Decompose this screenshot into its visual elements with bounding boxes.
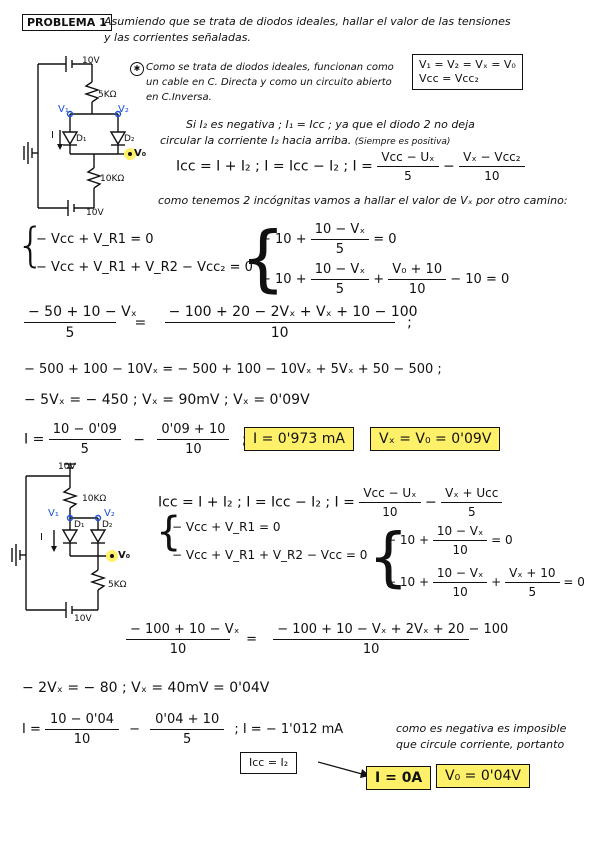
unknowns-sentence: como tenemos 2 incógnitas vamos a hallar… xyxy=(158,194,568,207)
icc-equals-box: Icc = I₂ xyxy=(240,752,298,774)
circuit2-label-r-bot: 5KΩ xyxy=(108,580,127,590)
negative-note-line-2: que circule corriente, portanto xyxy=(396,738,565,751)
equal-voltages-line-1: V₁ = V₂ = Vₓ = V₀ xyxy=(419,58,516,71)
right-brace: { xyxy=(240,216,286,300)
negative-note-line-1: como es negativa es imposible xyxy=(396,722,567,735)
circuit2-label-vo: V₀ xyxy=(118,550,131,561)
note-line-1: Como se trata de diodos ideales, funcion… xyxy=(146,62,394,73)
system2-left-line-1: − Vcc + V_R1 = 0 xyxy=(172,520,281,534)
circuit2-label-v2: V₂ xyxy=(104,508,115,519)
circuit1-label-v-bot: 10V xyxy=(86,208,104,218)
system-left-line-1: − Vcc + V_R1 = 0 xyxy=(36,232,154,247)
circuit2-label-d1: D₁ xyxy=(74,520,85,530)
reason-line-2-text: circular la corriente I₂ hacia arriba. xyxy=(160,134,352,147)
circuit2-label-r-top: 10KΩ xyxy=(82,494,107,504)
circuit1-label-d2: D₂ xyxy=(124,134,135,144)
reason-line-1: Si I₂ es negativa ; I₁ = Icc ; ya que el… xyxy=(186,118,475,131)
equal-voltages-box: V₁ = V₂ = Vₓ = V₀ Vcc = Vcc₂ xyxy=(412,54,523,90)
arrow-right-icon xyxy=(318,761,370,778)
problem-title: PROBLEMA 1 xyxy=(22,14,112,31)
answer-voltage-2: V₀ = 0'04V xyxy=(436,764,530,788)
answer-current-1: I = 0'973 mA xyxy=(244,427,354,451)
solve-vx-1: − 5Vₓ = − 450 ; Vₓ = 90mV ; Vₓ = 0'09V xyxy=(24,392,310,408)
main-equation-1: Icc = I + I₂ ; I = Icc − I₂ ; I = Vcc − … xyxy=(176,150,525,183)
problem-statement-line-2: y las corrientes señaladas. xyxy=(104,31,251,44)
circuit2-label-v-bot: 10V xyxy=(74,614,92,624)
circuit2-label-current: I xyxy=(40,532,43,543)
circuit-diagram-1 xyxy=(23,56,136,216)
reason-line-2-note: (Siempre es positiva) xyxy=(354,137,451,147)
circuit1-label-vo: V₀ xyxy=(134,148,147,159)
system-left-line-2: − Vcc + V_R1 + V_R2 − Vcc₂ = 0 xyxy=(36,260,253,275)
note-line-3: en C.Inversa. xyxy=(146,92,212,103)
equal-voltages-line-2: Vcc = Vcc₂ xyxy=(419,72,479,85)
circuit1-label-current: I xyxy=(51,130,54,141)
circuit2-label-d2: D₂ xyxy=(102,520,113,530)
circuit1-label-r-top: 5KΩ xyxy=(98,90,117,100)
circuit1-label-v-top: 10V xyxy=(82,56,100,66)
answer-current-2: I = 0A xyxy=(366,766,432,790)
circuit1-label-v1: V₁ xyxy=(58,104,69,115)
circuit1-label-d1: D₁ xyxy=(76,134,87,144)
expanded-equation: − 500 + 100 − 10Vₓ = − 500 + 100 − 10Vₓ … xyxy=(24,362,442,377)
star-bullet-icon: ✱ xyxy=(130,62,144,76)
left-brace-2: { xyxy=(156,509,182,555)
right-brace-2: { xyxy=(368,521,409,595)
circuit2-label-v-top: 10V xyxy=(58,462,76,472)
circuit2-label-v1: V₁ xyxy=(48,508,59,519)
circuit-diagram-2 xyxy=(11,463,118,618)
problem-statement-line-1: Asumiendo que se trata de diodos ideales… xyxy=(104,15,511,28)
main-equation-1-left: Icc = I + I₂ ; I = Icc − I₂ ; I = xyxy=(176,158,373,175)
circuit1-label-r-bot: 10KΩ xyxy=(100,174,125,184)
system2-left-line-2: − Vcc + V_R1 + V_R2 − Vcc = 0 xyxy=(172,548,368,562)
note-line-2: un cable en C. Directa y como un circuit… xyxy=(146,77,392,88)
circuit1-label-v2: V₂ xyxy=(118,104,129,115)
answer-voltage-1: Vₓ = V₀ = 0'09V xyxy=(370,427,501,451)
main-equation-2: Icc = I + I₂ ; I = Icc − I₂ ; I = Vcc − … xyxy=(158,486,503,519)
left-brace: { xyxy=(16,218,46,272)
reason-line-2: circular la corriente I₂ hacia arriba. (… xyxy=(160,134,450,147)
solve-vx-2: − 2Vₓ = − 80 ; Vₓ = 40mV = 0'04V xyxy=(22,680,270,696)
